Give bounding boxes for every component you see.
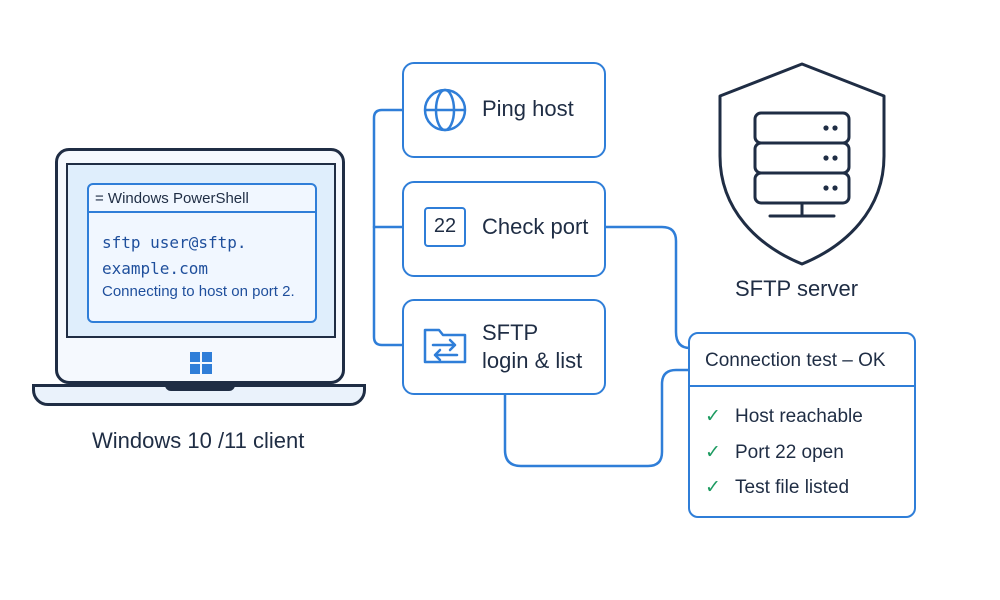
step-check-port <box>402 181 606 277</box>
powershell-command: sftp user@sftp. example.com <box>102 230 302 282</box>
shield-server-icon <box>718 62 886 266</box>
check-icon: ✓ <box>705 406 721 427</box>
command-line-1: sftp user@sftp. <box>102 233 247 252</box>
result-title: Connection test – OK <box>705 350 886 371</box>
result-item-file: ✓ Test file listed <box>705 476 849 499</box>
command-line-2: example.com <box>102 259 208 278</box>
result-item-host: ✓ Host reachable <box>705 405 863 428</box>
result-item-label: Host reachable <box>735 406 863 427</box>
server-label: SFTP server <box>735 276 859 301</box>
check-icon: ✓ <box>705 477 721 498</box>
step-label-port: Check port <box>482 214 589 239</box>
powershell-window <box>87 183 317 323</box>
client-label: Windows 10 /11 client <box>92 428 305 453</box>
result-divider <box>690 385 914 387</box>
globe-icon <box>423 88 467 132</box>
powershell-title: = Windows PowerShell <box>89 185 315 213</box>
laptop-hinge <box>165 384 235 391</box>
powershell-status: Connecting to host on port 2. <box>102 283 295 300</box>
folder-transfer-icon <box>423 328 467 364</box>
step-label-sftp: SFTP login & list <box>482 320 583 373</box>
step-sftp-login <box>402 299 606 395</box>
check-icon: ✓ <box>705 442 721 463</box>
windows-logo-icon <box>190 352 212 374</box>
sftp-to-result-line <box>503 368 690 468</box>
port-number-text: 22 <box>433 215 457 237</box>
port-to-result-line <box>604 225 692 350</box>
port-number-icon: 22 <box>424 207 466 247</box>
result-item-label: Port 22 open <box>735 442 844 463</box>
result-item-label: Test file listed <box>735 477 850 498</box>
result-panel <box>688 332 916 518</box>
step-label-ping: Ping host <box>482 96 574 121</box>
result-item-port: ✓ Port 22 open <box>705 441 844 464</box>
